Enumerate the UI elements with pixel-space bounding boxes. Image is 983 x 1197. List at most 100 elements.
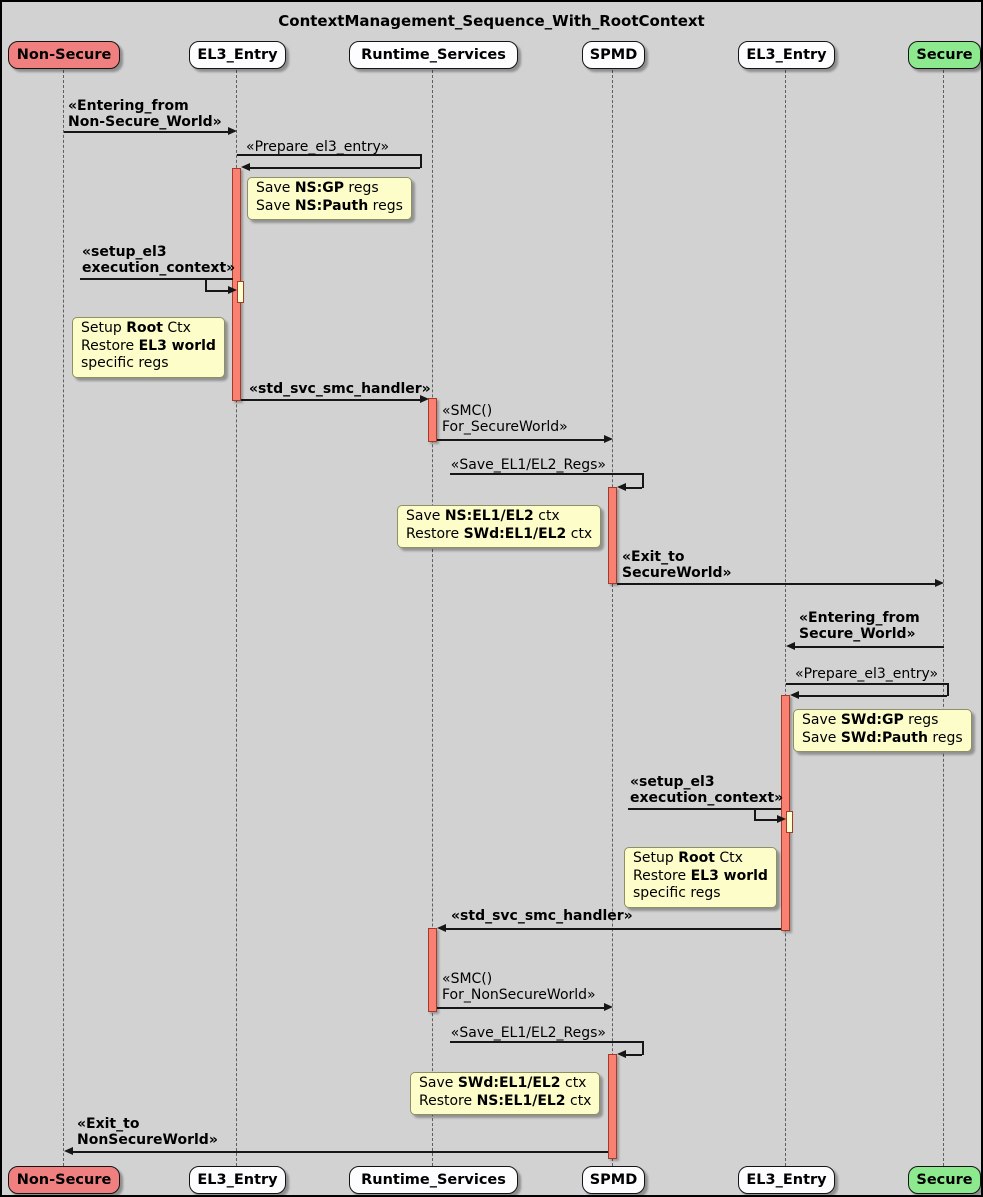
note-text-segment: NS:EL1/EL2 [444, 508, 534, 524]
message-line [450, 473, 642, 475]
message-line [446, 928, 781, 930]
message-line [799, 695, 947, 697]
note-text-segment: Root [678, 850, 715, 866]
note-text-segment: NS:Pauth [294, 197, 369, 214]
msg-save-el1-el2-regs-2: «Save_EL1/EL2_Regs» [450, 1025, 606, 1041]
message-line-vertical [754, 808, 756, 820]
message-line [205, 290, 229, 292]
note-text-segment: regs [343, 180, 379, 196]
msg-setup-el3-execution-context-1: «setup_el3 execution_context» [82, 244, 236, 276]
message-line-vertical [205, 278, 207, 291]
note-text-segment: Save [256, 180, 295, 196]
message-line-vertical [420, 154, 422, 168]
lifeline-runtime-services [432, 70, 433, 1166]
note-save-ns-el1-el2: Save NS:EL1/EL2 ctx Restore SWd:EL1/EL2 … [397, 505, 602, 548]
participant-spmd-top: SPMD [582, 41, 645, 69]
arrowhead-right-icon [228, 286, 237, 294]
participant-el3-entry-2-top: EL3_Entry [738, 41, 835, 69]
message-line [80, 278, 233, 280]
note-text-segment: SWd:Pauth [840, 729, 928, 746]
note-save-swd-gp: Save SWd:GP regs Save SWd:Pauth regs [793, 709, 972, 752]
note-text-segment: Setup [633, 850, 679, 866]
arrowhead-left-icon [64, 1147, 73, 1155]
note-text-segment: ctx [565, 1092, 592, 1109]
msg-smc-for-nonsecureworld: «SMC() For_NonSecureWorld» [442, 971, 596, 1003]
activation-runtime-services-2 [428, 928, 437, 1012]
note-text-segment: Save [256, 197, 295, 214]
participant-el3-entry-1-top: EL3_Entry [189, 41, 286, 69]
note-text-segment: ctx [566, 525, 593, 542]
lifeline-el3-entry-2 [785, 70, 786, 1166]
note-setup-root-ctx-1: Setup Root Ctx Restore EL3 world specifi… [72, 317, 225, 378]
participant-runtime-services-top: Runtime_Services [349, 41, 518, 69]
arrowhead-left-icon [617, 1050, 626, 1058]
note-text-segment: SWd:EL1/EL2 [457, 1075, 561, 1091]
activation-el3-entry-1-nested [237, 281, 244, 303]
arrowhead-right-icon [935, 579, 944, 587]
note-text-segment: Restore [81, 337, 139, 354]
note-text-segment: Save [419, 1075, 458, 1091]
note-text-segment: specific regs [633, 885, 721, 901]
msg-smc-for-secureworld: «SMC() For_SecureWorld» [442, 403, 568, 435]
arrowhead-right-icon [604, 1003, 613, 1011]
lifeline-non-secure [63, 70, 64, 1166]
arrowhead-right-icon [604, 435, 613, 443]
note-text-segment: Restore [419, 1092, 477, 1109]
message-line [437, 1007, 604, 1009]
msg-std-svc-smc-handler-1: «std_svc_smc_handler» [249, 381, 431, 397]
note-text-segment: SWd:EL1/EL2 [463, 525, 567, 542]
msg-save-el1-el2-regs-1: «Save_EL1/EL2_Regs» [450, 457, 606, 473]
lifeline-el3-entry-1 [236, 70, 237, 1166]
note-text-segment: Save [406, 508, 445, 524]
message-line-vertical [642, 473, 644, 488]
note-text-segment: regs [368, 197, 403, 214]
note-save-ns-gp: Save NS:GP regs Save NS:Pauth regs [247, 177, 412, 220]
arrowhead-right-icon [777, 815, 786, 823]
note-text-segment: SWd:GP [840, 712, 904, 728]
message-line [237, 154, 420, 156]
note-text-segment: Root [126, 320, 163, 336]
note-text-segment: EL3 world [138, 337, 216, 354]
note-text-segment: Save [802, 712, 841, 728]
msg-prepare-el3-entry-2: «Prepare_el3_entry» [795, 666, 939, 682]
arrowhead-left-icon [241, 163, 250, 171]
lifeline-spmd [612, 70, 613, 1166]
msg-entering-from-secure-world: «Entering_from Secure_World» [799, 610, 920, 642]
diagram-title: ContextManagement_Sequence_With_RootCont… [278, 12, 705, 30]
msg-exit-to-secureworld: «Exit_to SecureWorld» [622, 549, 732, 581]
message-line [786, 683, 947, 685]
arrowhead-left-icon [437, 924, 446, 932]
note-text-segment: NS:GP [294, 180, 344, 196]
participant-non-secure-top: Non-Secure [8, 41, 120, 69]
message-line [795, 646, 944, 648]
message-line [437, 439, 604, 441]
note-text-segment: NS:EL1/EL2 [476, 1092, 566, 1109]
participant-non-secure-bottom: Non-Secure [8, 1166, 120, 1194]
arrowhead-left-icon [790, 691, 799, 699]
activation-runtime-services-1 [428, 398, 437, 442]
message-line [754, 819, 778, 821]
message-line [626, 487, 642, 489]
participant-secure-top: Secure [908, 41, 981, 69]
arrowhead-left-icon [786, 642, 795, 650]
msg-setup-el3-execution-context-2: «setup_el3 execution_context» [630, 774, 784, 806]
note-text-segment: Setup [81, 320, 127, 336]
note-text-segment: Restore [406, 525, 464, 542]
msg-entering-from-non-secure-world: «Entering_from Non-Secure_World» [68, 98, 222, 130]
activation-spmd-2 [608, 1054, 617, 1159]
participant-el3-entry-1-bottom: EL3_Entry [189, 1166, 286, 1194]
message-line [250, 167, 420, 169]
note-text-segment: EL3 world [690, 867, 768, 884]
activation-spmd-1 [608, 487, 617, 584]
note-text-segment: Ctx [714, 850, 743, 866]
note-text-segment: Save [802, 729, 841, 746]
note-text-segment: regs [927, 729, 963, 746]
participant-secure-bottom: Secure [908, 1166, 981, 1194]
note-text-segment: regs [903, 712, 939, 728]
msg-prepare-el3-entry-1: «Prepare_el3_entry» [246, 139, 390, 155]
participant-runtime-services-bottom: Runtime_Services [349, 1166, 518, 1194]
note-text-segment: Restore [633, 867, 691, 884]
message-line [241, 399, 420, 401]
lifeline-secure [943, 70, 944, 1166]
